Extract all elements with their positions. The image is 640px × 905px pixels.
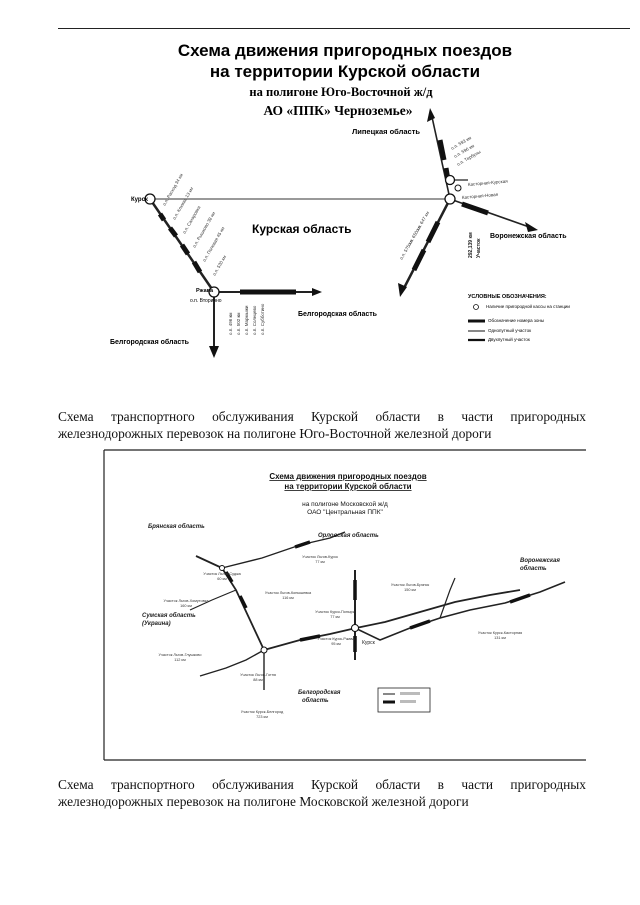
section-5-km: 112 км <box>174 658 186 662</box>
scheme1-title-line1: Схема движения пригородных поездов <box>178 41 512 60</box>
svg-text:о.п. Солнцево: о.п. Солнцево <box>252 305 257 335</box>
svg-text:о.п. 575 км: о.п. 575 км <box>399 239 415 261</box>
section-8-name: Участок Курск-Ржава <box>317 637 355 641</box>
station-rzhava: Ржава <box>196 288 214 294</box>
section-1-name: Участок Льгов-Курск <box>302 555 338 559</box>
scheme2-subtitle-line2: ОАО "Центральная ППК" <box>307 509 383 516</box>
region-orel: Орловская область <box>318 532 379 539</box>
section-6-km: 88 км <box>253 678 263 682</box>
scheme1-subtitle-line1: на полигоне Юго-Восточной ж/д <box>249 85 433 99</box>
svg-text:Касторная-Курская: Касторная-Курская <box>468 178 509 187</box>
section-9-name: Участок Льгов-Суджа <box>203 572 241 576</box>
station-labels-south: о.п. 496 км о.п. 502 км о.п. Мармыжи о.п… <box>228 303 265 335</box>
caption-moscow: Схема транспортного обслуживания Курской… <box>58 777 586 809</box>
scheme2-title-line1: Схема движения пригородных поездов <box>269 472 426 481</box>
scheme1-title-line2: на территории Курской области <box>210 62 480 81</box>
arrow-voronezh <box>525 222 538 232</box>
region-belgorod-1: Белгородская <box>298 690 341 696</box>
station-rzhava-marker <box>208 286 220 298</box>
legend-item-4: Двухпутный участок <box>488 336 530 342</box>
legend-title: УСЛОВНЫЕ ОБОЗНАЧЕНИЯ: <box>468 294 547 300</box>
line-to-belgorod-right <box>401 198 452 291</box>
section-10-km: 150 км <box>404 588 416 592</box>
region-sumy-2: (Украина) <box>142 621 171 627</box>
section-3-name: Участок Курск-Поныри <box>315 610 355 614</box>
region-belgorod-left: Белгородская область <box>110 338 190 346</box>
arrow-rzhava-east <box>312 288 322 296</box>
svg-text:о.п. 530 км: о.п. 530 км <box>212 255 228 277</box>
scheme1-subtitle-line2: АО «ППК» Черноземье» <box>263 103 412 118</box>
region-voronezh: Воронежская область <box>490 232 567 240</box>
svg-text:Касторная-Новая: Касторная-Новая <box>462 192 499 200</box>
caption-south-eastern: Схема транспортного обслуживания Курской… <box>58 409 586 441</box>
section-5-name: Участок Льгов-Глушково <box>159 653 202 657</box>
region-belgorod-right: Белгородская область <box>298 310 378 318</box>
section-9-km: 60 км <box>217 577 227 581</box>
route-labels-east: 292,139 км Участок <box>468 232 482 258</box>
region-voronezh-2: область <box>520 565 547 572</box>
scheme2-station-kursk: Курск <box>362 640 376 646</box>
section-10-name: Участок Льгов-Брянск <box>391 583 430 587</box>
section-6-name: Участок Льгов-Готня <box>240 673 276 677</box>
svg-text:о.п. Субботино: о.п. Субботино <box>260 303 265 335</box>
region-voronezh-1: Воронежская <box>520 558 560 564</box>
section-2-name: Участок Льгов-Конышевка <box>265 591 312 595</box>
zones-east <box>411 139 489 272</box>
stations-diagonal <box>157 212 203 274</box>
section-4-km: 131 км <box>494 636 506 640</box>
top-rule <box>58 28 630 29</box>
arrow-belgorod-right <box>398 283 407 297</box>
svg-text:о.п. 502 км: о.п. 502 км <box>236 312 241 335</box>
section-1-km: 77 км <box>315 560 325 564</box>
region-sumy-1: Сумская область <box>142 612 196 619</box>
scheme1-legend: УСЛОВНЫЕ ОБОЗНАЧЕНИЯ: Наличие пригородно… <box>468 294 570 342</box>
region-kursk: Курская область <box>252 222 352 236</box>
station-kursk-marker <box>144 193 156 205</box>
region-bryansk: Брянская область <box>148 523 205 530</box>
scheme2-subtitle-line1: на полигоне Московской ж/д <box>302 500 388 508</box>
scheme2-title-line2: на территории Курской области <box>284 482 411 491</box>
svg-text:о.п. Мармыжи: о.п. Мармыжи <box>244 305 249 335</box>
arrow-belgorod-left <box>209 346 219 358</box>
section-7-name: Участок Льгов-Хомутовка <box>164 599 210 603</box>
legend-item-2: Обозначение номера зоны <box>488 318 544 323</box>
section-4-name: Участок Курск-Касторная <box>478 631 522 635</box>
station-kastornoye-b <box>444 193 456 205</box>
station-labels-diagonal: о.п. Расход 34 км о.п. Клюква 13 км о.п.… <box>162 173 228 277</box>
section-11-km: 723 км <box>256 715 268 719</box>
arrow-lipetsk <box>427 108 435 122</box>
station-kastornoye-c <box>454 184 462 192</box>
section-7-km: 160 км <box>180 604 192 608</box>
scheme2-lines <box>189 531 566 690</box>
scheme2-legend <box>377 687 431 713</box>
station-kursk: Курск <box>131 197 148 203</box>
section-3-km: 77 км <box>330 615 340 619</box>
scheme2-zones <box>224 540 531 652</box>
svg-text:о.п. Сахаровка: о.п. Сахаровка <box>182 205 202 235</box>
scheme-south-eastern: Схема движения пригородных поездов на те… <box>110 41 570 358</box>
scheme2-nodes <box>219 565 359 654</box>
route-label-1: 292,139 км <box>468 232 474 258</box>
region-lipetsk: Липецкая область <box>352 127 420 136</box>
legend-item-3: Однопутный участок <box>488 327 531 333</box>
station-vprokhorovka: о.п. Вторично <box>190 298 222 304</box>
line-to-lipetsk <box>431 116 451 200</box>
section-11-name: Участок Курск-Белгород <box>241 710 284 714</box>
svg-text:о.п. 496 км: о.п. 496 км <box>228 312 233 335</box>
section-8-km: 95 км <box>331 642 341 646</box>
scheme2-section-labels: Участок Льгов-Курск 77 км Участок Льгов-… <box>159 555 523 719</box>
section-2-km: 116 км <box>282 596 294 600</box>
route-label-2: Участок <box>476 238 482 258</box>
legend-item-1: Наличие пригородной кассы на станции <box>486 303 570 309</box>
station-kastornoye-a <box>444 174 456 186</box>
region-belgorod-2: область <box>302 697 329 704</box>
